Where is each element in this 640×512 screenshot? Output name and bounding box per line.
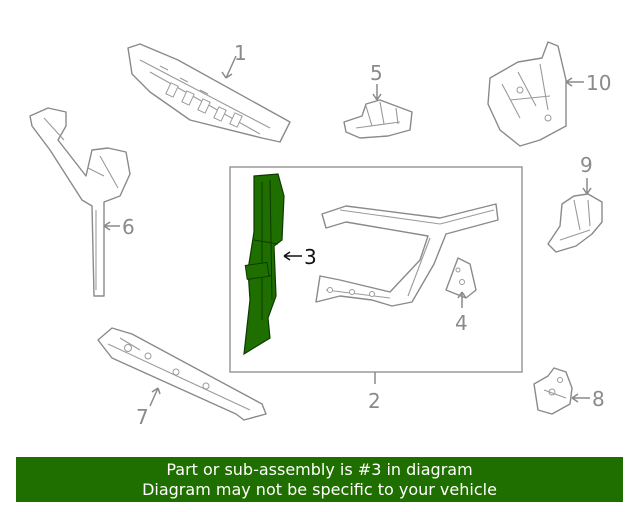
part-4-plate[interactable] xyxy=(445,257,477,299)
leader-3 xyxy=(283,251,302,261)
callout-6: 6 xyxy=(122,215,135,239)
leader-4 xyxy=(457,291,467,308)
assembly-box xyxy=(229,166,523,373)
part-8-bracket[interactable] xyxy=(533,367,573,415)
callout-10: 10 xyxy=(586,71,611,95)
callout-3: 3 xyxy=(304,245,317,269)
parts-diagram: 1 5 10 6 9 3 xyxy=(29,41,611,429)
callout-1: 1 xyxy=(234,41,247,65)
leader-5 xyxy=(372,84,382,101)
part-2-support-frame[interactable] xyxy=(315,203,499,307)
part-9-bracket[interactable] xyxy=(547,193,603,253)
part-3-highlighted[interactable] xyxy=(243,173,285,356)
part-1-upper-tie-bar[interactable] xyxy=(127,43,291,143)
leader-8 xyxy=(571,393,590,403)
leader-6 xyxy=(103,221,120,231)
callout-5: 5 xyxy=(370,61,383,85)
callout-9: 9 xyxy=(580,153,593,177)
callout-7: 7 xyxy=(136,405,149,429)
part-10-side-bracket[interactable] xyxy=(487,41,567,147)
callout-4: 4 xyxy=(455,311,468,335)
leader-10 xyxy=(565,77,584,87)
banner-line-1: Part or sub-assembly is #3 in diagram xyxy=(166,460,473,479)
banner-line-2: Diagram may not be specific to your vehi… xyxy=(142,480,497,499)
part-7-lower-crossmember[interactable] xyxy=(97,327,267,421)
leader-9 xyxy=(582,178,592,195)
info-banner: Part or sub-assembly is #3 in diagram Di… xyxy=(16,457,623,502)
callout-8: 8 xyxy=(592,387,605,411)
part-5-bracket[interactable] xyxy=(343,99,413,139)
part-6-vertical-support[interactable] xyxy=(29,107,131,297)
leader-1 xyxy=(221,55,237,79)
callout-2: 2 xyxy=(368,389,381,413)
leader-7 xyxy=(149,387,161,407)
